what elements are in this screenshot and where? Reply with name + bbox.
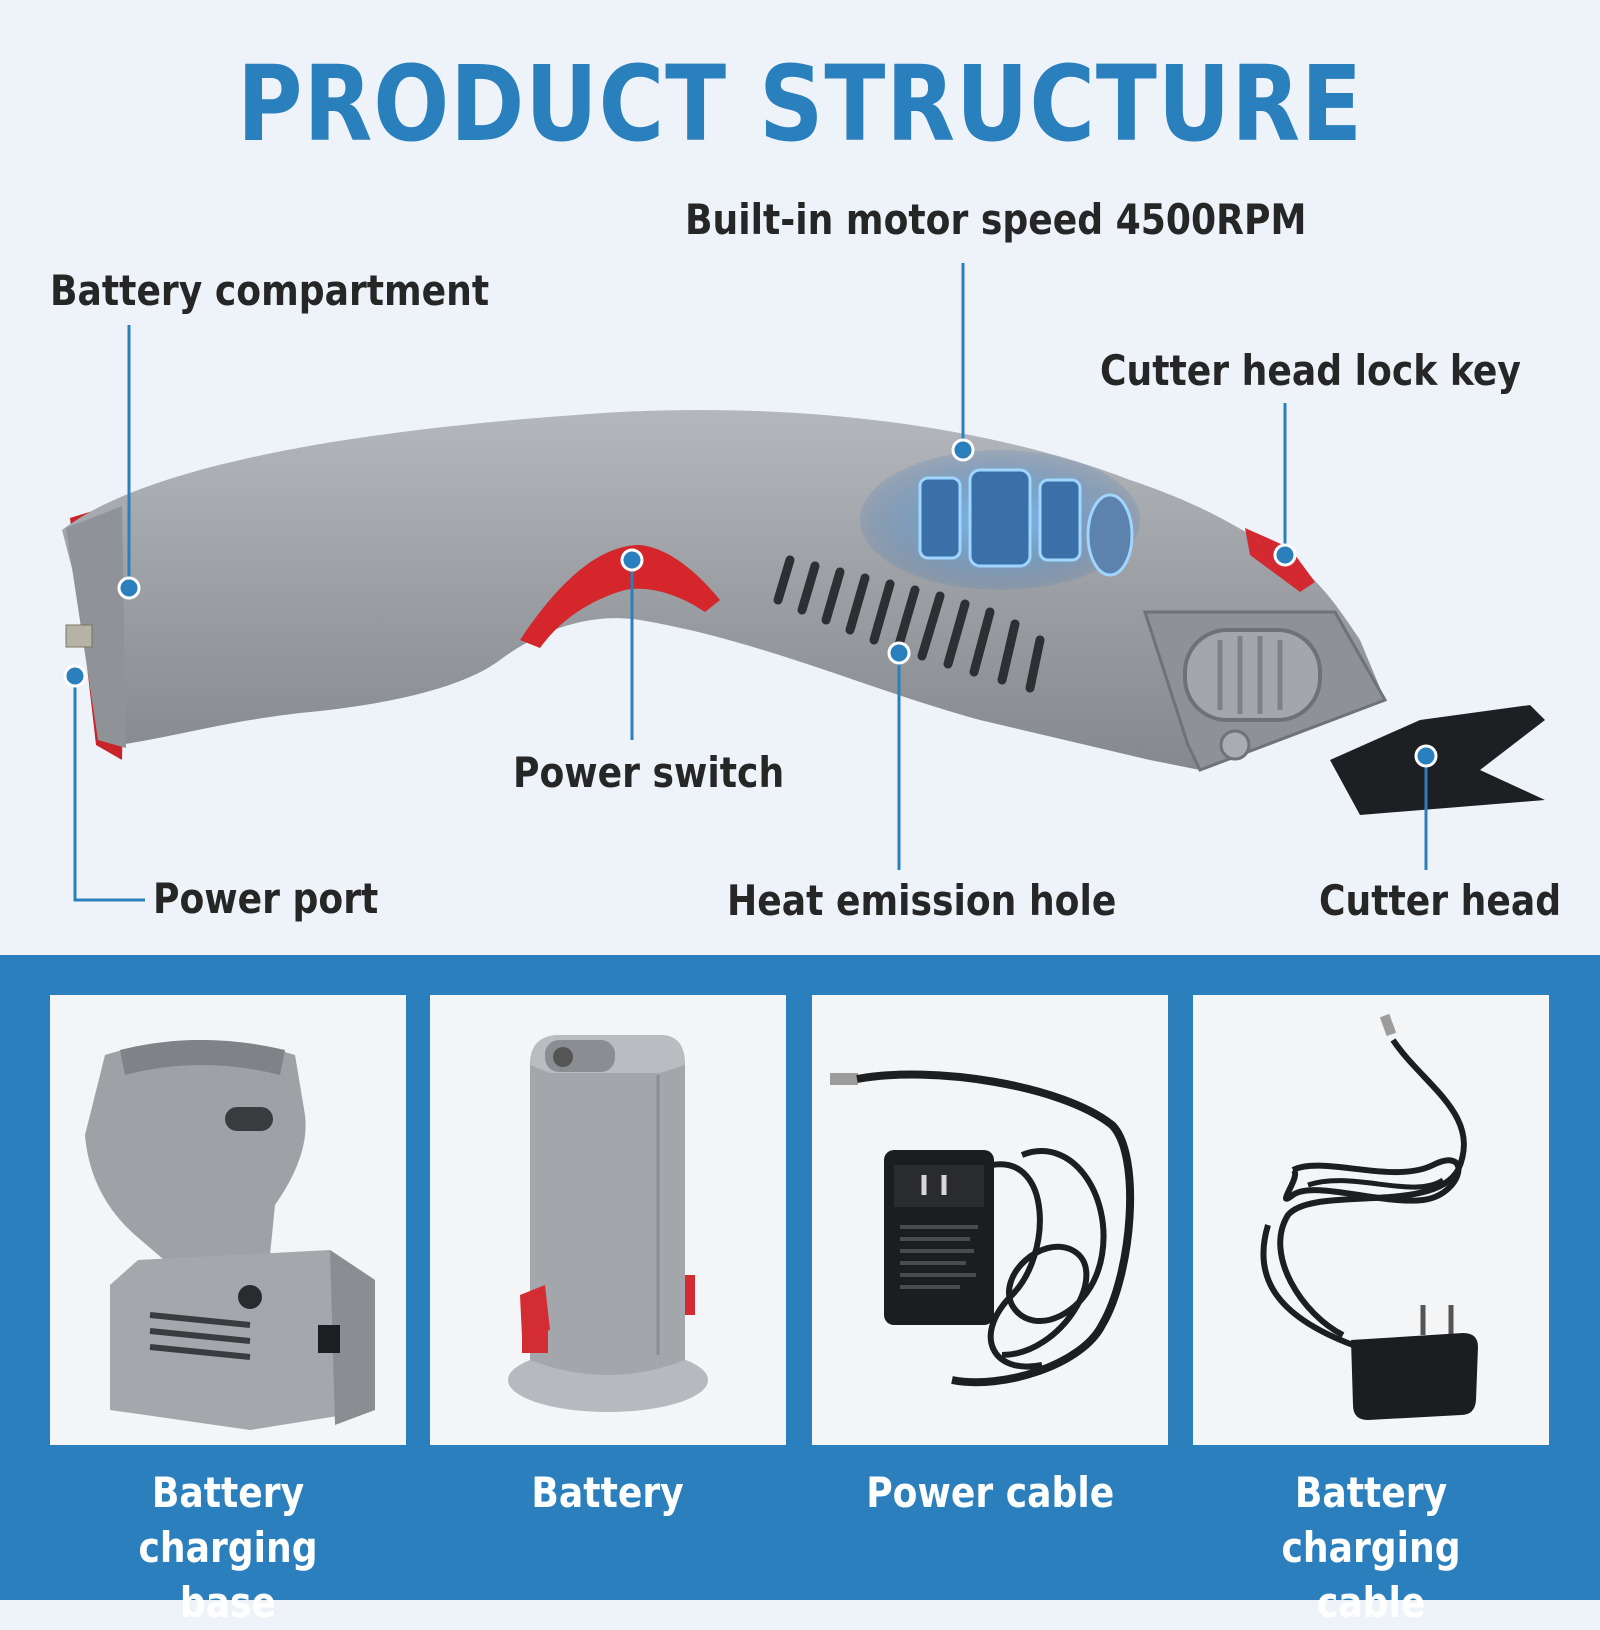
caption-battery: Battery	[531, 1468, 685, 1517]
callout-heat-hole: Heat emission hole	[727, 876, 1117, 925]
callout-power-port: Power port	[153, 874, 379, 923]
caption-charging-base: Battery charging base	[138, 1468, 318, 1627]
power-switch-dot	[620, 548, 644, 572]
charging-cable-image	[1260, 1013, 1478, 1420]
power-port-screw	[65, 624, 93, 648]
accessory-card-power-cable	[812, 995, 1168, 1445]
power-port-dot	[63, 664, 87, 688]
motor-dot	[951, 438, 975, 462]
accessory-card-charging-cable	[1193, 995, 1549, 1445]
accessory-card-charging-base	[50, 995, 406, 1445]
caption-charging-cable: Battery charging cable	[1281, 1468, 1461, 1627]
product-structure-section: PRODUCT STRUCTURE	[50, 43, 1562, 925]
lock-key-dot	[1273, 543, 1297, 567]
heat-vents	[773, 555, 1045, 693]
power-switch-trigger	[520, 545, 720, 648]
callout-cutter-head: Cutter head	[1319, 876, 1562, 925]
callout-lines	[63, 263, 1438, 902]
cutter-head-dot	[1414, 744, 1438, 768]
callout-motor-speed: Built-in motor speed 4500RPM	[685, 195, 1307, 244]
accessory-card-battery	[430, 995, 786, 1445]
charging-base-image	[85, 1040, 375, 1430]
motor-windings	[918, 468, 1134, 577]
callout-battery-compartment: Battery compartment	[50, 266, 490, 315]
electric-cutter-illustration	[62, 409, 1545, 815]
caption-power-cable: Power cable	[865, 1468, 1115, 1517]
callout-lock-key: Cutter head lock key	[1100, 346, 1521, 395]
battery-image	[508, 1035, 708, 1412]
accessories-section: Battery charging base Battery Power cabl…	[0, 955, 1600, 1627]
page-title: PRODUCT STRUCTURE	[237, 43, 1363, 165]
power-cable-image	[830, 1070, 1135, 1387]
heat-hole-dot	[887, 641, 911, 665]
cutter-blade	[1330, 705, 1545, 815]
callout-power-switch: Power switch	[513, 748, 785, 797]
battery-compartment-dot	[117, 576, 141, 600]
